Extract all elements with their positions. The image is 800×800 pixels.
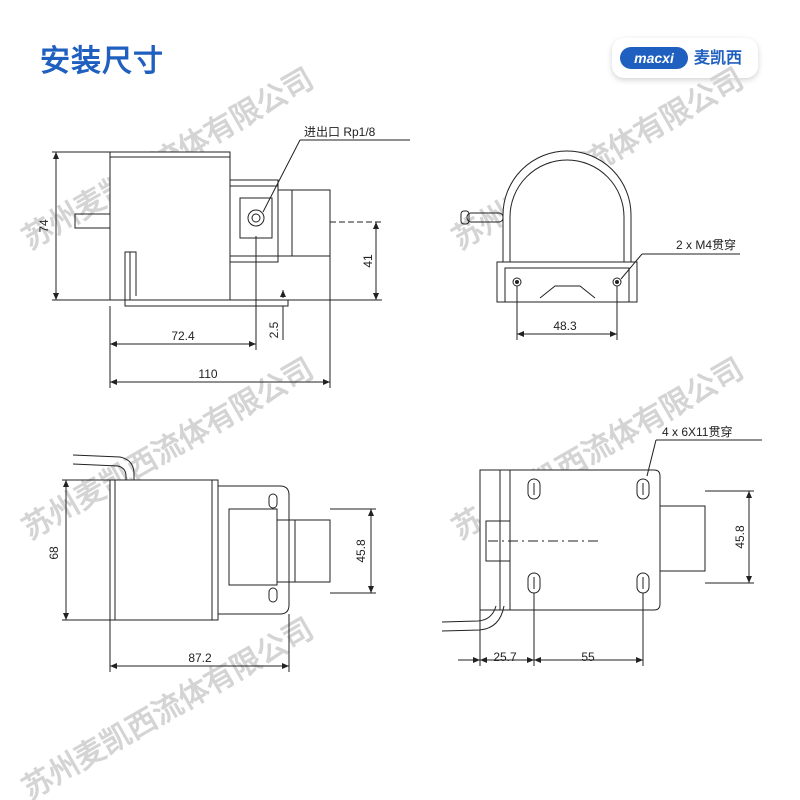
dim-total-length: 110 [198, 367, 217, 381]
front-view-bracket [496, 261, 638, 303]
top-view [62, 454, 376, 672]
side-view [52, 139, 410, 388]
dim-top-length: 87.2 [188, 651, 212, 665]
front-view [460, 150, 740, 340]
port-leader-line [262, 139, 301, 213]
dim-bottom-port-width: 45.8 [733, 525, 747, 549]
top-view-bracket [217, 485, 290, 615]
top-view-port-block [228, 508, 278, 586]
dim-port-height: 41 [361, 254, 375, 268]
port-label: 进出口 Rp1/8 [304, 125, 376, 139]
bottom-view-slot-2 [636, 478, 650, 500]
dim-hole-spacing: 48.3 [553, 319, 577, 333]
hole-label: 2 x M4贯穿 [676, 237, 736, 252]
watermark-text-5: 苏州麦凯西流体有限公司 [17, 612, 320, 800]
slot-leader-line [646, 439, 657, 477]
bottom-view-slot-1 [527, 478, 541, 500]
top-view-slot-upper [268, 493, 278, 509]
dim-plate-thickness: 2.5 [267, 321, 281, 338]
top-view-slot-lower [268, 587, 278, 603]
slot-label: 4 x 6X11贯穿 [662, 424, 732, 439]
dim-width: 68 [47, 546, 61, 560]
page-title: 安装尺寸 [40, 44, 164, 79]
side-view-stub [74, 213, 111, 229]
top-view-body [109, 479, 219, 621]
side-view-fitting [277, 189, 331, 257]
dim-top-port-width: 45.8 [354, 539, 368, 563]
bottom-view-fitting [659, 505, 706, 572]
company-logo: macxi 麦凯西 [612, 38, 758, 78]
bottom-view-cable [441, 605, 497, 623]
top-view-fitting [276, 519, 331, 583]
side-view-port-hole [247, 209, 265, 227]
bottom-view [441, 439, 762, 666]
dim-slot-spacing: 55 [581, 650, 595, 664]
dim-side-height: 74 [37, 219, 51, 233]
logo-text-en: macxi [634, 50, 674, 66]
side-view-body [109, 151, 231, 301]
top-view-cable [72, 454, 135, 480]
logo-oval: macxi [620, 47, 688, 69]
bottom-view-plate [479, 469, 661, 611]
front-view-body [502, 150, 632, 263]
front-view-stub [466, 212, 504, 223]
dim-offset: 25.7 [493, 650, 517, 664]
logo-text-cn: 麦凯西 [694, 48, 743, 67]
dim-body-length: 72.4 [171, 329, 195, 343]
hole-leader-line [620, 253, 643, 280]
